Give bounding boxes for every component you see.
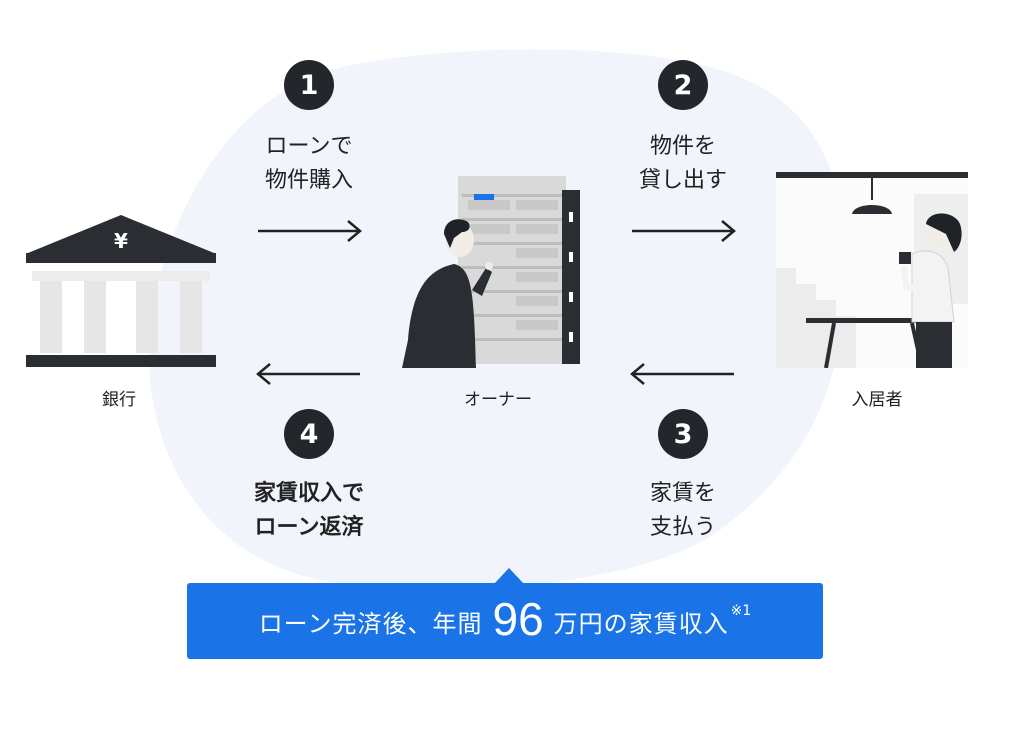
step-4-label: 家賃収入で ローン返済 xyxy=(219,477,399,545)
banner-pointer xyxy=(494,568,524,584)
arrow-left-icon xyxy=(630,363,734,385)
banner-prefix: ローン完済後、年間 xyxy=(258,609,483,638)
step-3-label: 家賃を 支払う xyxy=(603,477,763,545)
step-2-badge: 2 xyxy=(658,60,708,110)
arrow-right-icon xyxy=(258,220,362,242)
banner-suffix: 万円の家賃収入 xyxy=(553,609,729,638)
step-2-line2: 貸し出す xyxy=(638,168,727,193)
arrow-left-icon xyxy=(256,363,360,385)
yen-symbol: ¥ xyxy=(114,229,128,253)
step-1-line2: 物件購入 xyxy=(264,168,353,193)
tenant-illustration xyxy=(776,172,968,368)
step-1-line1: ローンで xyxy=(265,134,353,159)
step-2-line1: 物件を xyxy=(649,134,716,159)
step-4-line1: 家賃収入で xyxy=(253,481,364,506)
step-4-badge: 4 xyxy=(284,409,334,459)
bank-label: 銀行 xyxy=(102,390,136,410)
banner-amount: 96 xyxy=(492,593,544,645)
step-1-badge: 1 xyxy=(284,60,334,110)
step-3-line2: 支払う xyxy=(649,515,716,540)
arrow-right-icon xyxy=(632,220,736,242)
step-3-line1: 家賃を xyxy=(649,481,716,506)
step-2-label: 物件を 貸し出す xyxy=(603,130,763,198)
step-4-line2: ローン返済 xyxy=(254,515,364,540)
owner-illustration xyxy=(402,176,580,368)
step-1-label: ローンで 物件購入 xyxy=(229,130,389,198)
banner-footnote: ※1 xyxy=(730,603,752,619)
step-3-badge: 3 xyxy=(658,409,708,459)
bank-illustration: ¥ xyxy=(26,215,216,367)
owner-label: オーナー xyxy=(464,390,532,410)
tenant-label: 入居者 xyxy=(851,390,903,410)
income-banner: ローン完済後、年間 96 万円の家賃収入 ※1 xyxy=(187,583,823,659)
